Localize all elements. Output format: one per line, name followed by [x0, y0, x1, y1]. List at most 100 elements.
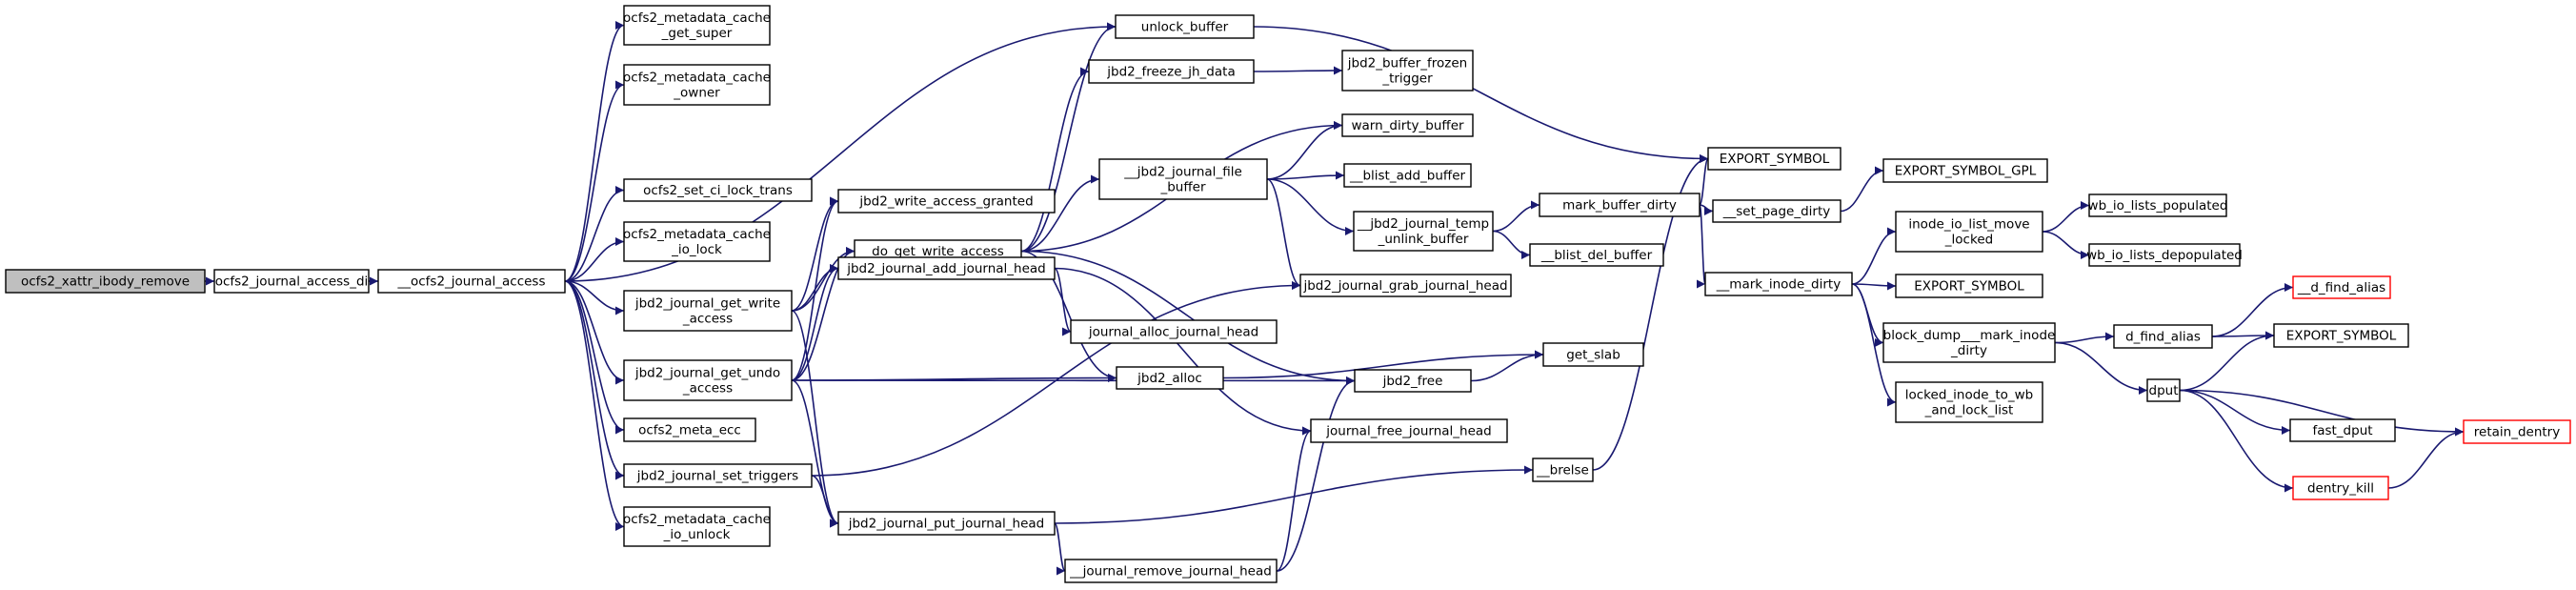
- node-wag[interactable]: jbd2_write_access_granted: [837, 189, 1056, 214]
- node-box: [1532, 458, 1594, 482]
- node-label: mark_buffer_dirty: [1562, 198, 1677, 214]
- node-oja[interactable]: __ocfs2_journal_access: [377, 269, 566, 294]
- node-root[interactable]: ocfs2_xattr_ibody_remove: [5, 269, 206, 294]
- node-fastdput[interactable]: fast_dput: [2289, 418, 2396, 442]
- node-jad[interactable]: ocfs2_journal_access_di: [213, 269, 370, 294]
- node-allocjh[interactable]: journal_alloc_journal_head: [1070, 319, 1278, 344]
- node-label: ocfs2_xattr_ibody_remove: [21, 275, 190, 290]
- node-box: [837, 256, 1056, 280]
- node-label: ocfs2_meta_ecc: [638, 423, 741, 438]
- node-label: unlock_buffer: [1141, 20, 1229, 35]
- node-blistadd[interactable]: __blist_add_buffer: [1343, 163, 1472, 188]
- edge-bdump-to-dput: [2054, 341, 2148, 395]
- node-markinode[interactable]: __mark_inode_dirty: [1704, 272, 1853, 296]
- edge-iolistmove-to-wbpop: [2042, 201, 2090, 233]
- node-export3[interactable]: EXPORT_SYMBOL: [2273, 323, 2409, 348]
- edge-markinode-to-export2: [1851, 281, 1897, 291]
- node-jfree[interactable]: jbd2_free: [1354, 369, 1472, 393]
- node-box: [1310, 418, 1508, 443]
- node-markdirty[interactable]: mark_buffer_dirty: [1539, 193, 1701, 217]
- node-box: [1115, 14, 1255, 39]
- node-label: __blist_add_buffer: [1349, 169, 1466, 184]
- node-freezejh[interactable]: jbd2_freeze_jh_data: [1088, 59, 1255, 84]
- node-label: _and_lock_list: [1924, 403, 2014, 418]
- node-label: EXPORT_SYMBOL: [1914, 279, 2024, 295]
- node-ajh[interactable]: jbd2_journal_add_journal_head: [837, 256, 1056, 280]
- node-iolock[interactable]: ocfs2_metadata_cache_io_lock: [623, 221, 771, 262]
- node-dfindalias[interactable]: d_find_alias: [2113, 324, 2213, 349]
- node-dgwa[interactable]: do_get_write_access: [854, 239, 1022, 263]
- node-label: warn_dirty_buffer: [1351, 118, 1464, 133]
- node-grabjh[interactable]: jbd2_journal_grab_journal_head: [1299, 274, 1512, 297]
- node-settrig[interactable]: jbd2_journal_set_triggers: [623, 463, 813, 488]
- node-export2[interactable]: EXPORT_SYMBOL: [1895, 274, 2043, 298]
- node-label: __jbd2_journal_file: [1123, 165, 1242, 180]
- node-label: EXPORT_SYMBOL: [1720, 152, 1830, 167]
- node-box: [623, 506, 771, 547]
- node-alloc[interactable]: jbd2_alloc: [1116, 366, 1224, 390]
- node-box: [623, 359, 793, 401]
- node-wbpop[interactable]: wb_io_lists_populated: [2088, 193, 2228, 217]
- node-freejh[interactable]: journal_free_journal_head: [1310, 418, 1508, 443]
- edge-brelse-to-export1: [1592, 154, 1709, 471]
- node-exportgpl[interactable]: EXPORT_SYMBOL_GPL: [1882, 158, 2048, 183]
- node-pjh[interactable]: jbd2_journal_put_journal_head: [837, 511, 1056, 536]
- node-iounlock[interactable]: ocfs2_metadata_cache_io_unlock: [623, 506, 771, 547]
- node-brelse[interactable]: __brelse: [1532, 458, 1594, 482]
- edge-markdirty-to-setpage: [1699, 204, 1714, 215]
- node-box: [1064, 559, 1278, 583]
- node-label: inode_io_list_move: [1908, 217, 2029, 233]
- node-unlockbuf[interactable]: unlock_buffer: [1115, 14, 1255, 39]
- node-box: [1542, 342, 1644, 367]
- node-label: _get_super: [661, 26, 733, 41]
- node-unlinkbuf[interactable]: __jbd2_journal_temp_unlink_buffer: [1353, 211, 1494, 252]
- node-blistdel[interactable]: __blist_del_buffer: [1529, 243, 1664, 267]
- edge-gua-to-pjh: [791, 379, 839, 528]
- node-gua[interactable]: jbd2_journal_get_undo_access: [623, 359, 793, 401]
- node-box: [1529, 243, 1664, 267]
- node-box: [623, 64, 771, 106]
- node-owner[interactable]: ocfs2_metadata_cache_owner: [623, 64, 771, 106]
- node-retain[interactable]: retain_dentry: [2463, 419, 2571, 444]
- node-getslab[interactable]: get_slab: [1542, 342, 1644, 367]
- node-label: jbd2_journal_get_undo: [634, 366, 780, 381]
- node-export1[interactable]: EXPORT_SYMBOL: [1707, 147, 1841, 171]
- edge-pjh-to-rjh: [1054, 522, 1066, 576]
- node-warndirty[interactable]: warn_dirty_buffer: [1341, 113, 1474, 137]
- node-dput[interactable]: dput: [2146, 378, 2181, 402]
- node-wbdepop[interactable]: wb_io_lists_depopulated: [2086, 243, 2243, 267]
- node-label: journal_free_journal_head: [1325, 424, 1492, 439]
- edge-dgwa-to-freezejh: [1020, 67, 1090, 253]
- node-rjh[interactable]: __journal_remove_journal_head: [1064, 559, 1278, 583]
- node-label: __jbd2_journal_temp: [1357, 216, 1489, 232]
- node-label: ocfs2_set_ci_lock_trans: [643, 183, 793, 198]
- node-setci[interactable]: ocfs2_set_ci_lock_trans: [623, 178, 813, 202]
- node-box: [1882, 322, 2056, 363]
- node-label: block_dump___mark_inode: [1883, 328, 2056, 343]
- node-box: [623, 178, 813, 202]
- node-box: [1707, 147, 1841, 171]
- node-dfindalias2[interactable]: __d_find_alias: [2292, 275, 2391, 299]
- node-label: _io_unlock: [663, 527, 731, 542]
- node-label: fast_dput: [2312, 423, 2372, 438]
- node-label: __blist_del_buffer: [1540, 248, 1653, 263]
- node-label: _owner: [673, 86, 720, 101]
- node-bdump[interactable]: block_dump___mark_inode_dirty: [1882, 322, 2056, 363]
- edge-oja-to-gsuper: [564, 21, 625, 282]
- node-gsuper[interactable]: ocfs2_metadata_cache_get_super: [623, 5, 771, 46]
- node-box: [1341, 50, 1474, 92]
- node-gwa[interactable]: jbd2_journal_get_write_access: [623, 290, 793, 332]
- edge-dput-to-export3: [2179, 331, 2275, 392]
- node-lockedwb[interactable]: locked_inode_to_wb_and_lock_list: [1895, 381, 2043, 423]
- node-iolistmove[interactable]: inode_io_list_move_locked: [1895, 211, 2043, 253]
- node-label: get_slab: [1566, 348, 1620, 363]
- edge-jfree-to-getslab: [1470, 350, 1544, 382]
- node-filebuf[interactable]: __jbd2_journal_file_buffer: [1098, 158, 1268, 200]
- node-setpage[interactable]: __set_page_dirty: [1712, 199, 1841, 223]
- node-box: [2088, 243, 2241, 267]
- edge-gua-to-dgwa: [791, 247, 855, 381]
- node-label: jbd2_journal_get_write: [634, 296, 780, 312]
- node-metaecc[interactable]: ocfs2_meta_ecc: [623, 417, 756, 442]
- node-dentrykill[interactable]: dentry_kill: [2292, 476, 2389, 500]
- node-frozen[interactable]: jbd2_buffer_frozen_trigger: [1341, 50, 1474, 92]
